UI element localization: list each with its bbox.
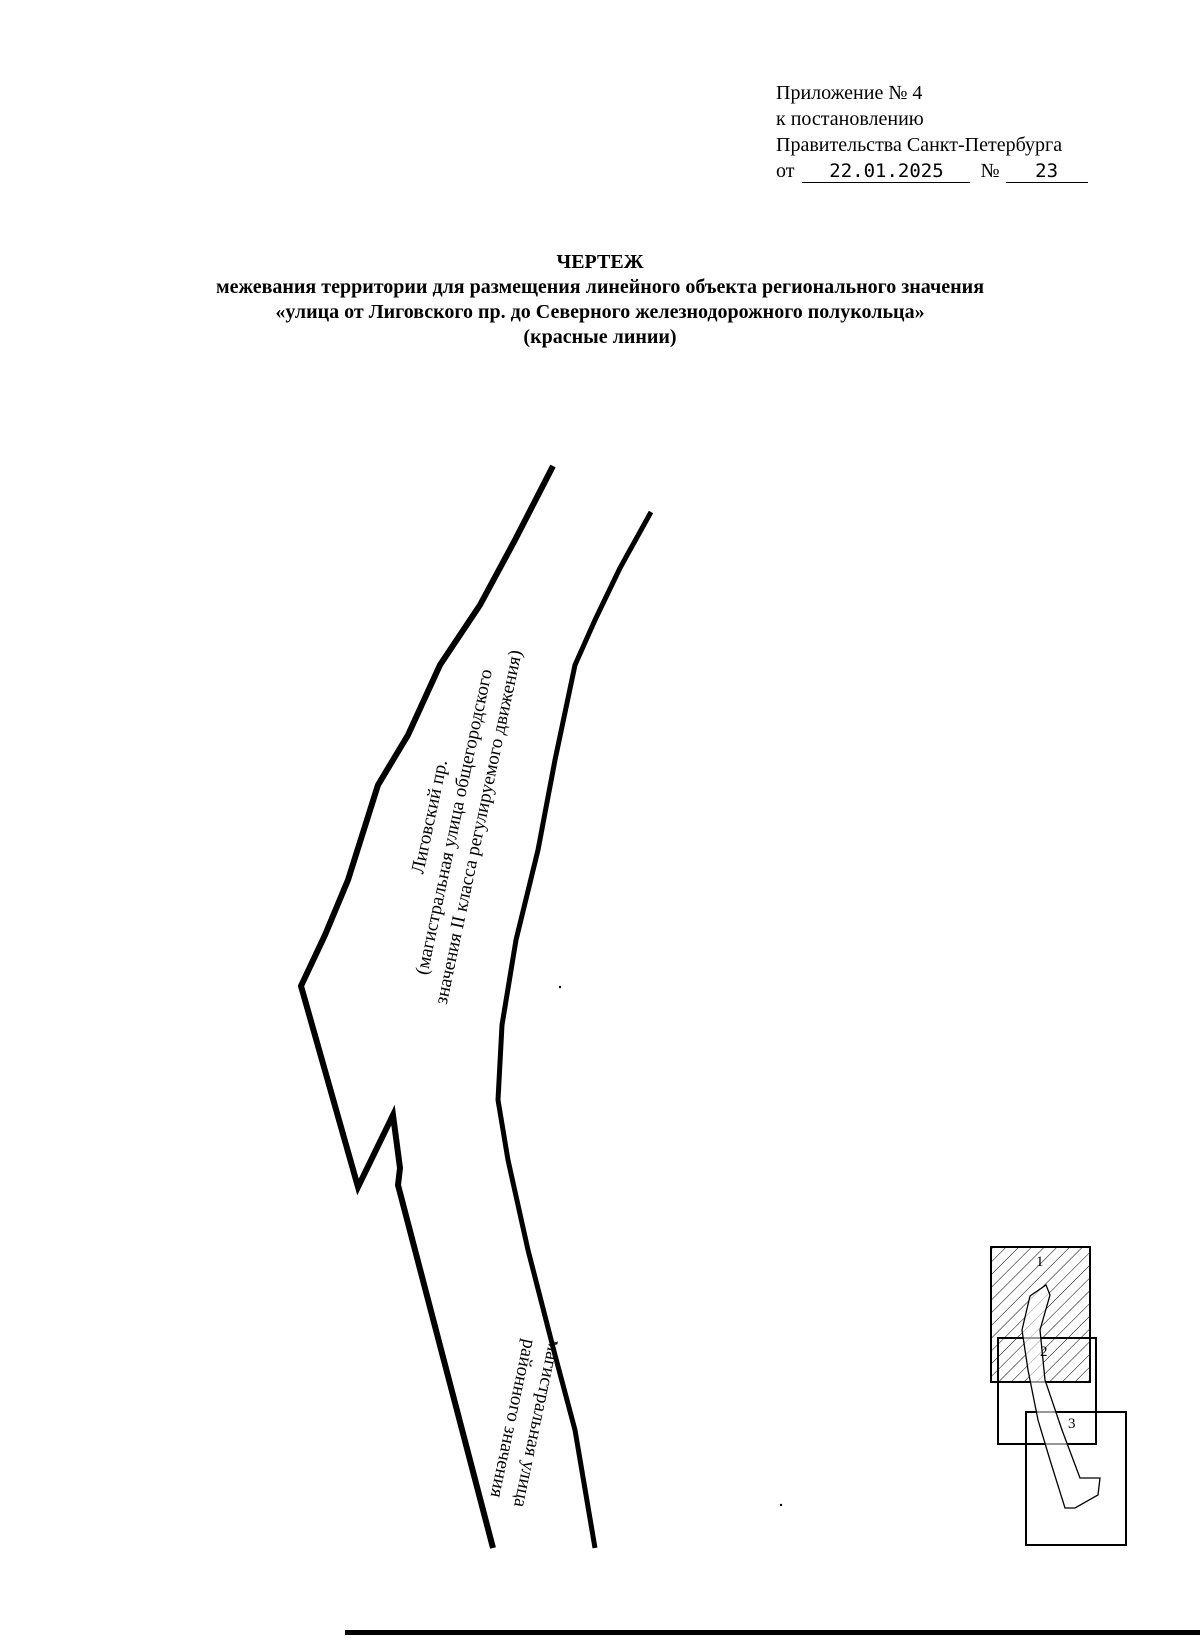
street-label-district: магистральная улица районного значения — [486, 1337, 566, 1509]
title-line-1: ЧЕРТЕЖ — [556, 251, 644, 273]
resolution-label: к постановлению — [776, 108, 924, 130]
route-outline — [1021, 1284, 1101, 1509]
stray-dot — [779, 1503, 783, 1507]
appendix-number: Приложение № 4 — [776, 82, 923, 104]
document-title: ЧЕРТЕЖ межевания территории для размещен… — [0, 250, 1200, 350]
bottom-rule — [345, 1630, 1200, 1635]
government-label: Правительства Санкт-Петербурга — [776, 134, 1063, 156]
sheet-1-label: 1 — [1036, 1254, 1044, 1270]
sheet-2-label: 2 — [1040, 1344, 1048, 1360]
title-line-2: межевания территории для размещения лине… — [215, 276, 985, 298]
stray-dot — [558, 985, 562, 989]
from-label: от — [776, 160, 795, 182]
appendix-header: Приложение № 4 к постановлению Правитель… — [776, 80, 1176, 184]
sheet-3-label: 3 — [1068, 1416, 1076, 1432]
resolution-number: 23 — [1005, 160, 1088, 183]
date-number-line: от 22.01.2025 № 23 — [776, 158, 1176, 184]
red-line-right — [495, 510, 654, 1549]
title-line-4: (красные линии) — [523, 326, 677, 348]
sheet-layout-scheme: 1 2 3 — [990, 1246, 1127, 1546]
title-line-3: «улица от Лиговского пр. до Северного же… — [275, 301, 925, 323]
sheet-3-frame — [1025, 1411, 1127, 1546]
number-label: № — [980, 160, 1000, 182]
street-label-ligovsky: Лиговский пр. (магистральная улица общег… — [408, 648, 527, 1006]
resolution-date: 22.01.2025 — [802, 160, 971, 183]
red-line-left — [297, 464, 556, 1549]
